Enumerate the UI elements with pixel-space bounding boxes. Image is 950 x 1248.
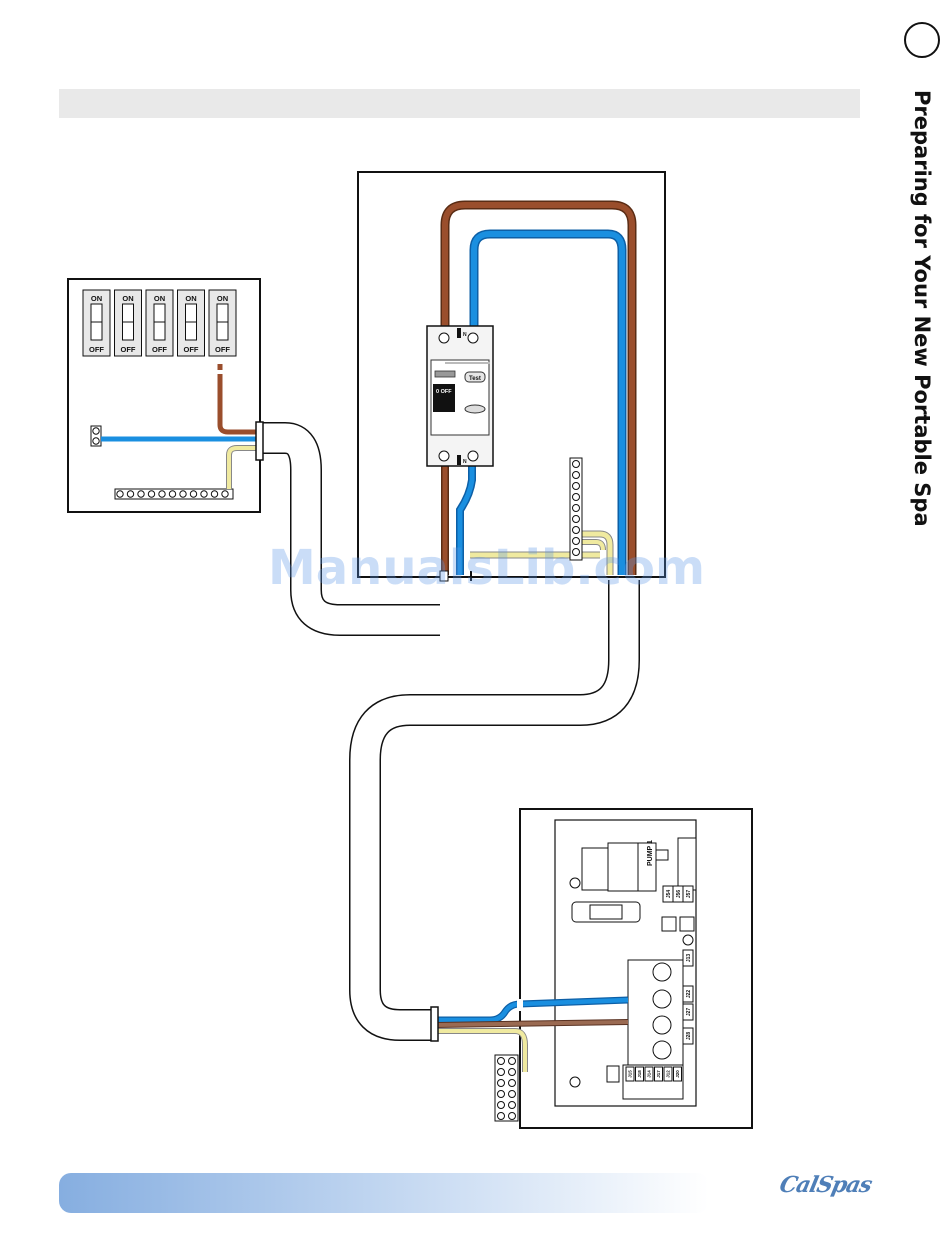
terminal-screw <box>127 491 133 497</box>
relay-label: J57 <box>686 890 692 899</box>
brand-logo: CalSpas <box>777 1172 874 1198</box>
breaker-off-label: OFF <box>215 345 230 354</box>
terminal-screw <box>498 1069 505 1076</box>
relay-label: J56 <box>676 890 682 899</box>
terminal-screw <box>498 1058 505 1065</box>
breaker-panel: ON OFF ON OFF ON OFF ON OFF ON OFF <box>68 279 263 512</box>
terminal-screw <box>573 494 580 501</box>
terminal-screw <box>498 1102 505 1109</box>
breaker-switch: ON OFF <box>115 290 142 356</box>
terminal-screw <box>509 1113 516 1120</box>
terminal-screw <box>148 491 154 497</box>
breaker-off-label: OFF <box>184 345 199 354</box>
breaker-on-label: ON <box>122 294 133 303</box>
relay-label: J28 <box>686 1032 692 1041</box>
breaker-switch: ON OFF <box>146 290 173 356</box>
terminal-screw <box>573 527 580 534</box>
terminal-screw <box>201 491 207 497</box>
relay-label: J27 <box>686 1008 692 1017</box>
breaker-on-label: ON <box>91 294 102 303</box>
terminal-screw <box>573 483 580 490</box>
breaker-on-label: ON <box>154 294 165 303</box>
breaker-off-label: OFF <box>89 345 104 354</box>
terminal-screw <box>498 1091 505 1098</box>
footer-bar <box>59 1173 709 1213</box>
terminal-screw <box>190 491 196 497</box>
connector-label: J15 <box>628 1070 633 1078</box>
relay-label: J22 <box>686 990 692 999</box>
terminal-screw <box>117 491 123 497</box>
terminal-screw <box>573 472 580 479</box>
terminal-screw <box>509 1080 516 1087</box>
terminal-screw <box>573 505 580 512</box>
relay-label: J13 <box>686 954 692 963</box>
breaker-switch: ON OFF <box>83 290 110 356</box>
rcd-terminal-top: N <box>463 332 467 338</box>
rcd-enclosure: 0 OFF Test N N <box>358 172 665 581</box>
terminal-screw <box>169 491 175 497</box>
breaker-switch: ON OFF <box>178 290 205 356</box>
terminal-screw <box>498 1113 505 1120</box>
terminal-screw <box>509 1102 516 1109</box>
relay-label: J54 <box>666 890 672 899</box>
breaker-on-label: ON <box>217 294 228 303</box>
connector-label: J14 <box>647 1070 652 1078</box>
rcd-off-label: 0 OFF <box>436 389 452 395</box>
connector-label: J12 <box>666 1070 671 1078</box>
terminal-screw <box>509 1091 516 1098</box>
pump-label: PUMP 1 <box>647 840 654 866</box>
breaker-off-label: OFF <box>121 345 136 354</box>
connector-label: J20 <box>675 1070 680 1078</box>
terminal-screw <box>573 516 580 523</box>
breaker-switch: ON OFF <box>209 290 236 356</box>
breaker-off-label: OFF <box>152 345 167 354</box>
terminal-screw <box>498 1080 505 1087</box>
terminal-screw <box>509 1069 516 1076</box>
watermark: ManualsLib.com <box>268 540 705 596</box>
connector-label: J18 <box>637 1070 642 1078</box>
terminal-screw <box>138 491 144 497</box>
terminal-screw <box>211 491 217 497</box>
connector-label: J17 <box>656 1070 661 1078</box>
terminal-screw <box>573 461 580 468</box>
terminal-screw <box>509 1058 516 1065</box>
breaker-on-label: ON <box>185 294 196 303</box>
terminal-screw <box>159 491 165 497</box>
terminal-screw <box>180 491 186 497</box>
rcd-terminal-bottom: N <box>463 459 467 465</box>
terminal-screw <box>222 491 228 497</box>
rcd-test-label: Test <box>469 376 481 382</box>
